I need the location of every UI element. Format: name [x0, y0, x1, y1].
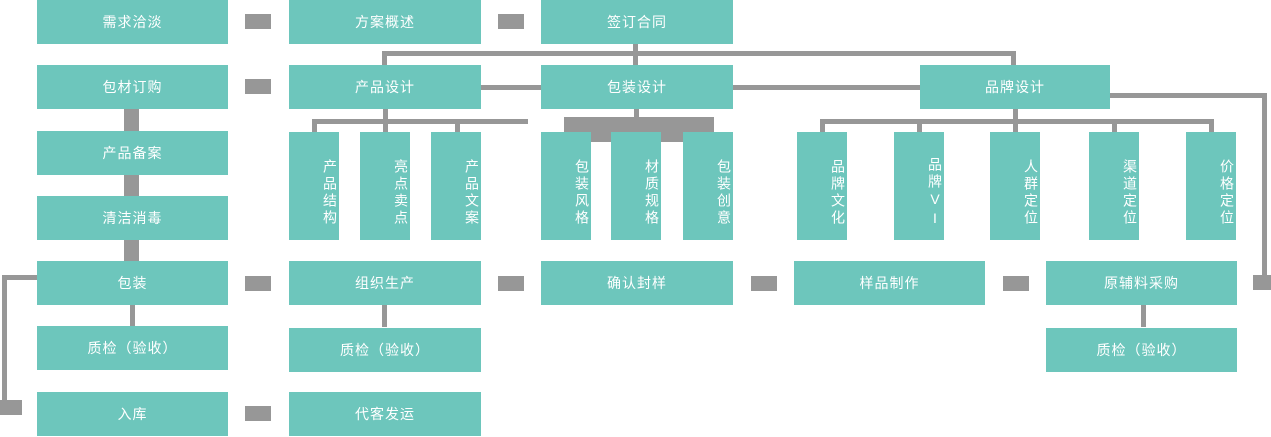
connector-product-child-1: [312, 119, 317, 133]
connector-packaging-left-down: [2, 275, 7, 408]
connector-product-child-3: [455, 119, 460, 133]
connector-bus-to-brand-design: [1011, 51, 1016, 66]
connector-bus-to-package-design: [633, 51, 638, 66]
connector-brand-child-2: [917, 119, 922, 133]
connector-brand-right-down: [1262, 93, 1267, 276]
node-audience-positioning[interactable]: 人群定位: [990, 132, 1040, 240]
connector-contract-drop: [633, 44, 638, 56]
connector-brand-child-3: [1013, 119, 1018, 133]
node-requirement-consultation[interactable]: 需求洽淡: [37, 0, 228, 44]
connector-order-to-record: [124, 109, 139, 133]
node-price-positioning[interactable]: 价格定位: [1186, 132, 1236, 240]
connector-arrow-1: [245, 14, 271, 29]
node-material-spec[interactable]: 材质规格: [611, 132, 661, 240]
node-qc-raw-material[interactable]: 质检（验收）: [1046, 328, 1237, 372]
node-brand-vi[interactable]: 品牌VI: [894, 132, 944, 240]
connector-packaging-to-qc: [130, 305, 135, 327]
connector-product-children-drop: [383, 109, 388, 122]
connector-package-to-brand-design: [733, 85, 920, 90]
connector-product-child-2: [383, 119, 388, 133]
node-selling-points[interactable]: 亮点卖点: [360, 132, 410, 240]
connector-product-to-package-design: [481, 85, 541, 90]
connector-brand-child-4: [1112, 119, 1117, 133]
node-dropship-delivery[interactable]: 代客发运: [289, 392, 481, 436]
node-product-copywriting[interactable]: 产品文案: [431, 132, 481, 240]
node-package-creative[interactable]: 包装创意: [683, 132, 733, 240]
connector-sanitize-to-packaging: [124, 240, 139, 262]
node-raw-material-purchase[interactable]: 原辅料采购: [1046, 261, 1237, 305]
node-package-design[interactable]: 包装设计: [541, 65, 733, 109]
connector-arrow-7: [1003, 276, 1029, 291]
connector-package-children-drop: [634, 109, 639, 119]
connector-arrow-3: [245, 79, 271, 94]
connector-rawmaterial-to-qc: [1141, 305, 1146, 327]
connector-bus-to-product-design: [382, 51, 387, 66]
connector-production-to-qc: [382, 305, 387, 327]
connector-brand-child-5: [1209, 119, 1214, 133]
node-product-registration[interactable]: 产品备案: [37, 131, 228, 175]
connector-brand-child-1: [820, 119, 825, 133]
node-package-style[interactable]: 包装风格: [541, 132, 591, 240]
node-sign-contract[interactable]: 签订合同: [541, 0, 733, 44]
connector-arrow-loop-right: [1253, 275, 1271, 290]
connector-product-children-bus: [312, 119, 528, 124]
node-packaging-material-order[interactable]: 包材订购: [37, 65, 228, 109]
connector-arrow-2: [498, 14, 524, 29]
node-clean-disinfect[interactable]: 清洁消毒: [37, 196, 228, 240]
node-brand-culture[interactable]: 品牌文化: [797, 132, 847, 240]
connector-arrow-4: [245, 276, 271, 291]
connector-packaging-left-out: [2, 275, 40, 280]
connector-arrow-loop-left: [0, 400, 22, 415]
node-warehouse-in[interactable]: 入库: [37, 392, 228, 436]
node-product-design[interactable]: 产品设计: [289, 65, 481, 109]
node-channel-positioning[interactable]: 渠道定位: [1089, 132, 1139, 240]
node-organize-production[interactable]: 组织生产: [289, 261, 481, 305]
connector-brand-right-out: [1110, 93, 1267, 98]
connector-brand-children-drop: [1013, 109, 1018, 122]
node-confirm-sample-seal[interactable]: 确认封样: [541, 261, 733, 305]
node-qc-packaging[interactable]: 质检（验收）: [37, 326, 228, 370]
node-sample-production[interactable]: 样品制作: [794, 261, 985, 305]
node-packaging[interactable]: 包装: [37, 261, 228, 305]
node-proposal-overview[interactable]: 方案概述: [289, 0, 481, 44]
node-product-structure[interactable]: 产品结构: [289, 132, 339, 240]
node-qc-production[interactable]: 质检（验收）: [289, 328, 481, 372]
connector-record-to-sanitize: [124, 175, 139, 197]
connector-design-bus: [382, 51, 1016, 56]
connector-arrow-5: [498, 276, 524, 291]
connector-arrow-8: [245, 406, 271, 421]
connector-arrow-6: [751, 276, 777, 291]
node-brand-design[interactable]: 品牌设计: [920, 65, 1110, 109]
